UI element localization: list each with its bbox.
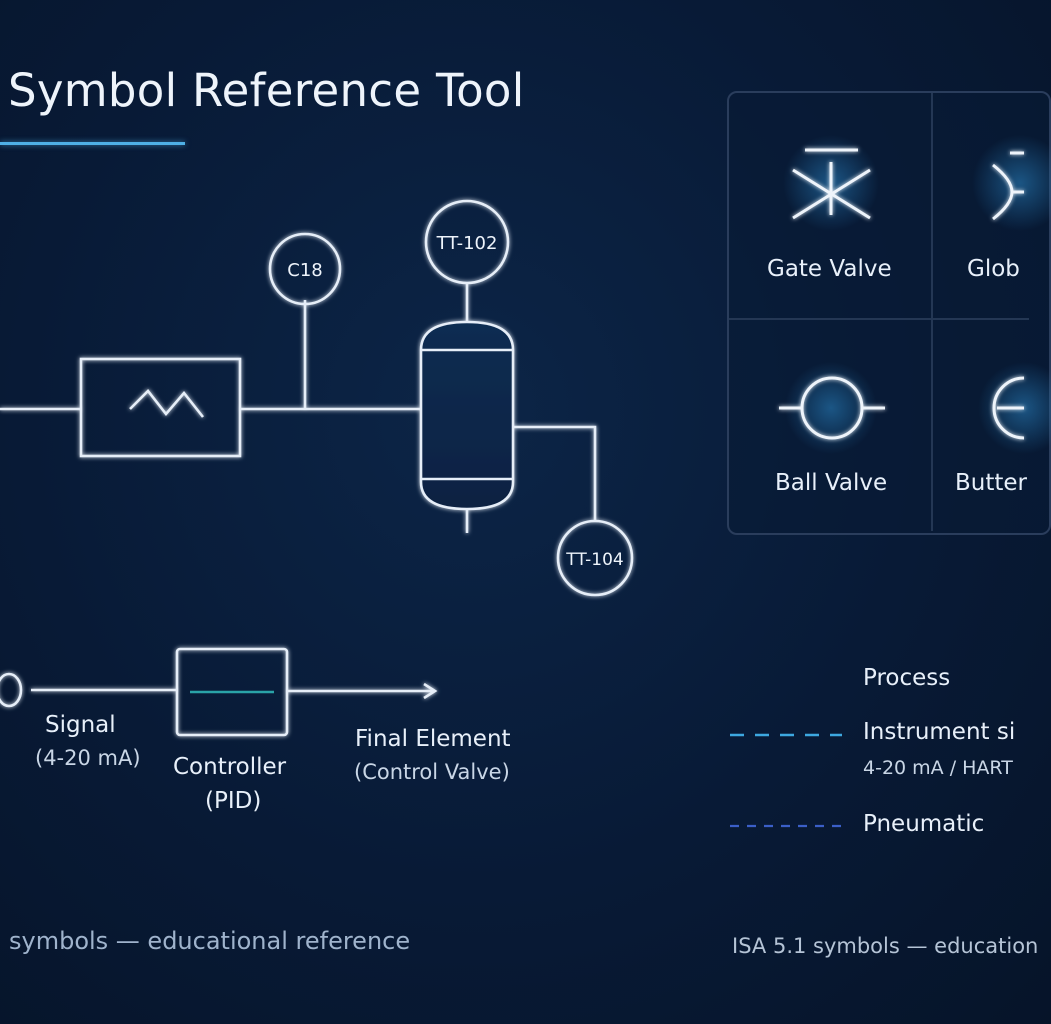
pid-diagram: C18 TT-102 TT-104 [0, 135, 1051, 828]
controller-sub-label: (PID) [205, 788, 262, 814]
panel-divider-horizontal [729, 318, 1029, 320]
symbol-label-globe-valve: Glob [967, 256, 1020, 282]
symbol-label-ball-valve: Ball Valve [775, 470, 888, 496]
signal-source [0, 672, 23, 708]
globe-valve-icon [992, 151, 1024, 221]
signal-sub-label: (4-20 mA) [35, 746, 141, 770]
legend-instrument-sub-label: 4-20 mA / HART [863, 757, 1013, 779]
symbol-label-butterfly-valve: Butter [955, 470, 1027, 496]
signal-label: Signal [45, 712, 116, 738]
tag-c18: C18 [287, 260, 322, 281]
heat-exchanger-coil-icon [129, 389, 205, 418]
tag-tt104: TT-104 [565, 550, 624, 570]
instrument-bubble-c18 [268, 232, 342, 306]
instrument-bubble-tt102 [424, 199, 510, 285]
ball-valve-icon [779, 376, 885, 440]
controller-label: Controller [173, 754, 287, 780]
symbol-label-gate-valve: Gate Valve [767, 256, 892, 282]
butterfly-valve-icon [992, 376, 1025, 440]
tt104-connection [513, 425, 597, 521]
legend-pneumatic-label: Pneumatic [863, 811, 985, 837]
legend-process-label: Process [863, 665, 951, 691]
page-title: Symbol Reference Tool [8, 64, 525, 117]
final-element-sub-label: (Control Valve) [354, 760, 510, 784]
footer-left: symbols — educational reference [9, 927, 411, 955]
gate-valve-icon [792, 148, 871, 220]
legend-instrument-label: Instrument si [863, 719, 1016, 745]
title-underline [0, 142, 185, 145]
vessel [419, 320, 515, 511]
panel-divider-vertical [931, 93, 933, 531]
heat-exchanger [79, 357, 242, 458]
final-element-label: Final Element [355, 726, 511, 752]
instrument-bubble-tt104 [556, 519, 634, 597]
footer-right: ISA 5.1 symbols — education [732, 934, 1039, 958]
tag-tt102: TT-102 [436, 233, 498, 254]
